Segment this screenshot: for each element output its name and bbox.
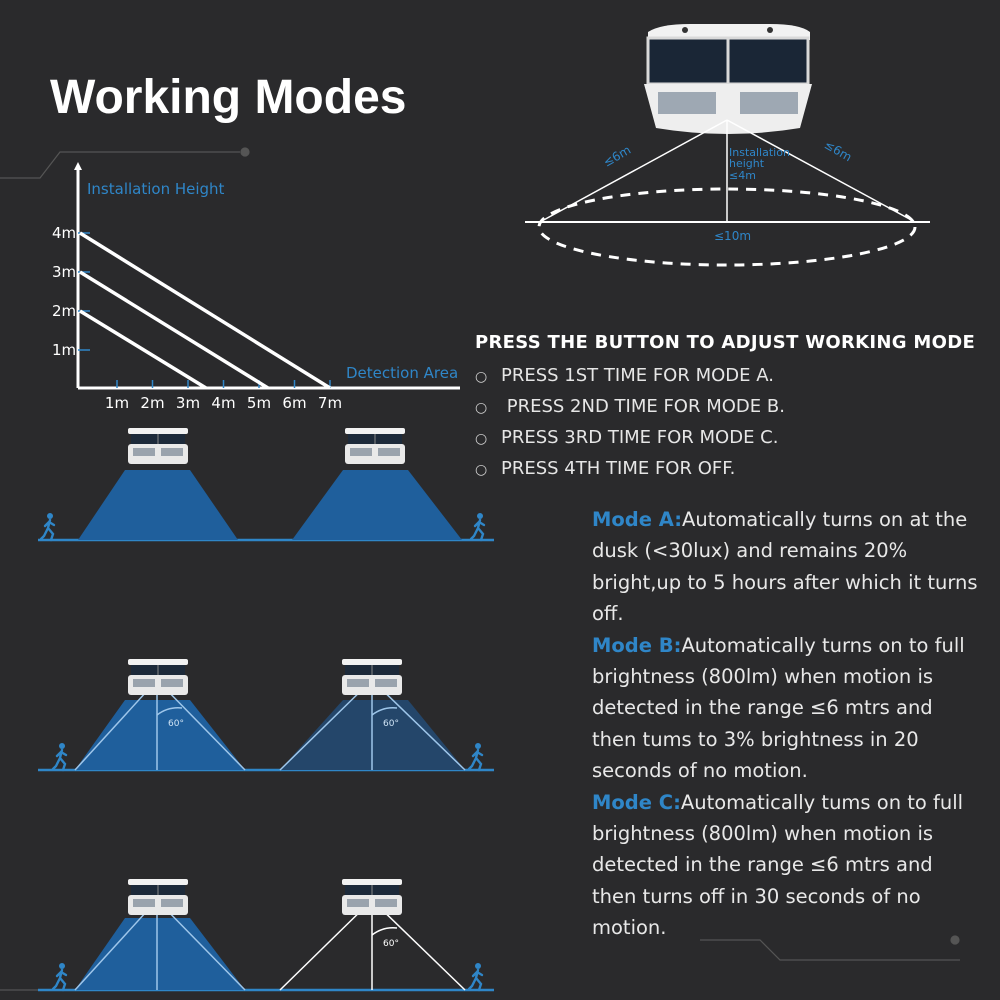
height-label-1: Installation xyxy=(729,146,790,159)
press-item: ○ PRESS 2ND TIME FOR MODE B. xyxy=(475,395,785,426)
detection-ellipse xyxy=(537,187,917,267)
y-tick-label: 2m xyxy=(52,302,76,320)
y-axis-arrow xyxy=(74,162,82,170)
mode-b-diagram: 60° 60° xyxy=(38,658,494,772)
range-line-2m xyxy=(79,309,207,390)
press-title: PRESS THE BUTTON TO ADJUST WORKING MODE xyxy=(475,332,976,353)
left-range-label: ≤6m xyxy=(601,143,633,170)
right-range-label: ≤6m xyxy=(822,137,854,164)
x-tick-label: 3m xyxy=(176,394,200,412)
y-tick-label: 4m xyxy=(52,224,76,242)
press-item-text: PRESS 1ST TIME FOR MODE A. xyxy=(501,365,774,386)
mode-a-text: Automatically turns on at the dusk (<30l… xyxy=(592,508,978,626)
mode-c-angle: 60° xyxy=(383,939,399,949)
bullet-icon: ○ xyxy=(475,462,488,478)
bullet-icon: ○ xyxy=(475,400,488,416)
page-title: Working Modes xyxy=(50,71,407,124)
mode-a-description: Mode A:Automatically turns on at the dus… xyxy=(592,504,982,630)
diameter-label: ≤10m xyxy=(714,229,751,243)
height-chart: Installation Height Detection Area 1m 2m 3… xyxy=(52,162,460,412)
y-tick-label: 3m xyxy=(52,263,76,281)
x-tick-label: 4m xyxy=(211,394,235,412)
mode-b-text: Automatically turns on to full brightnes… xyxy=(592,633,965,783)
mode-a-label: Mode A: xyxy=(592,508,683,531)
mode-c-label: Mode C: xyxy=(592,790,681,814)
height-label-3: ≤4m xyxy=(729,169,756,182)
y-ticks: 1m 2m 3m 4m xyxy=(52,224,90,359)
x-axis-label: Detection Area xyxy=(346,364,458,382)
top-lamp-diagram: ≤6m ≤6m Installation height ≤4m ≤10m xyxy=(525,24,930,267)
y-tick-label: 1m xyxy=(52,341,76,359)
y-axis-label: Installation Height xyxy=(87,180,225,198)
mode-a-diagram xyxy=(38,427,494,542)
range-line-3m xyxy=(79,270,269,390)
x-tick-label: 6m xyxy=(282,394,306,412)
mode-descriptions: Mode A:Automatically turns on at the dus… xyxy=(592,504,982,944)
mode-c-diagram: 60° xyxy=(38,878,494,992)
x-tick-label: 1m xyxy=(105,394,129,412)
press-item-text: PRESS 3RD TIME FOR MODE C. xyxy=(501,427,779,448)
x-tick-label: 7m xyxy=(318,394,342,412)
press-item: ○ PRESS 4TH TIME FOR OFF. xyxy=(475,457,785,488)
press-item: ○ PRESS 1ST TIME FOR MODE A. xyxy=(475,364,785,395)
mode-b-angle-right: 60° xyxy=(383,719,399,729)
range-lines xyxy=(79,231,331,390)
mode-b-label: Mode B: xyxy=(592,633,682,657)
press-item-text: PRESS 4TH TIME FOR OFF. xyxy=(501,458,736,479)
x-ticks: 1m 2m 3m 4m 5m 6m 7m xyxy=(105,380,342,412)
mode-b-angle-left: 60° xyxy=(168,719,184,729)
mode-c-description: Mode C:Automatically tums on to full bri… xyxy=(592,787,982,944)
mode-c-text: Automatically tums on to full brightness… xyxy=(592,790,964,940)
x-tick-label: 2m xyxy=(140,394,164,412)
bullet-icon: ○ xyxy=(475,431,488,447)
bullet-icon: ○ xyxy=(475,369,488,385)
height-label-2: height xyxy=(729,157,765,170)
range-line-4m xyxy=(79,231,331,390)
press-item-text: PRESS 2ND TIME FOR MODE B. xyxy=(501,396,785,417)
mode-b-description: Mode B:Automatically turns on to full br… xyxy=(592,630,982,787)
press-list: ○ PRESS 1ST TIME FOR MODE A. ○ PRESS 2ND … xyxy=(475,364,785,488)
press-item: ○ PRESS 3RD TIME FOR MODE C. xyxy=(475,426,785,457)
x-tick-label: 5m xyxy=(247,394,271,412)
